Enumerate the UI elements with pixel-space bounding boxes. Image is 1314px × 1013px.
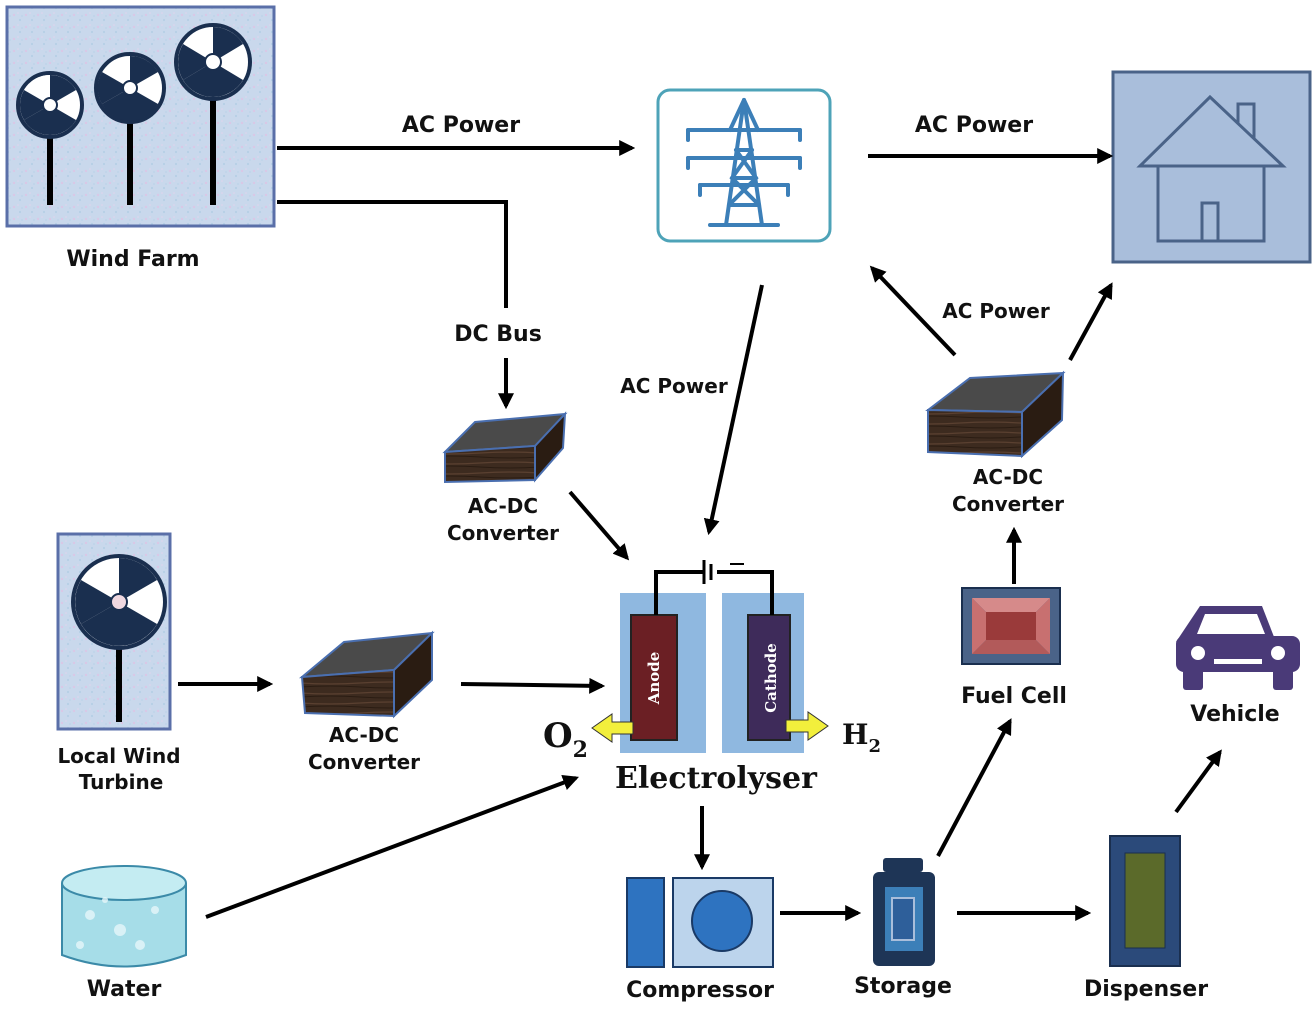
turbine-icon [16, 71, 84, 205]
oxygen-arrow [591, 713, 634, 743]
fuel-cell: Fuel Cell [961, 587, 1067, 709]
edge-label-dc-bus: DC Bus [454, 322, 542, 347]
water-label: Water [87, 977, 162, 1002]
house-icon [1136, 94, 1287, 243]
arrow-water-to-electrolyser [205, 775, 579, 919]
turbine-icon [174, 23, 252, 205]
hydrogen-label: H2 [842, 718, 881, 757]
cathode-electrode [747, 614, 791, 741]
local-turbine-label-line2: Turbine [79, 770, 164, 794]
vehicle: Vehicle [1176, 606, 1300, 727]
fuel-cell-label: Fuel Cell [961, 684, 1067, 709]
turbine-icon [94, 52, 166, 205]
ac-dc-converter-1: AC-DC Converter [442, 411, 568, 545]
local-turbine-label-line1: Local Wind [57, 744, 180, 768]
wind-farm: Wind Farm [5, 5, 276, 272]
arrow-converter1-to-electrolyser [568, 490, 630, 561]
anode-electrode [630, 614, 678, 741]
edge-label-converter-to-grid: AC Power [942, 299, 1050, 323]
edge-label-farm-to-grid: AC Power [402, 113, 520, 138]
dispenser: Dispenser [1084, 835, 1208, 1002]
electrolyser-label: Electrolyser [615, 761, 818, 796]
cathode-label: Cathode [762, 643, 780, 713]
turbine-icon [71, 554, 167, 722]
arrow-storage-to-fuelcell [936, 718, 1012, 857]
storage-label: Storage [854, 974, 952, 999]
local-wind-turbine: Local Wind Turbine [56, 532, 181, 794]
arrow-converter2-to-electrolyser [460, 677, 606, 694]
car-icon [1176, 606, 1300, 690]
house [1111, 70, 1312, 264]
ac-dc-converter-3: AC-DC Converter [925, 370, 1066, 516]
compressor: Compressor [626, 877, 774, 1003]
arrow-dispenser-to-vehicle [1174, 749, 1222, 814]
arrow-converter3-to-house [1068, 282, 1113, 361]
vehicle-label: Vehicle [1190, 702, 1279, 727]
water: Water [61, 865, 187, 1002]
connectors [178, 140, 1222, 921]
ac-dc-converter-2: AC-DC Converter [298, 630, 435, 774]
oxygen-label: O2 [543, 716, 588, 763]
dispenser-label: Dispenser [1084, 977, 1208, 1002]
grid-panel [656, 88, 832, 243]
anode-label: Anode [645, 652, 663, 706]
arrow-converter3-to-grid [869, 265, 957, 357]
converter-2-label-line2: Converter [308, 750, 420, 774]
converter-1-label-line1: AC-DC [468, 494, 538, 518]
edge-label-grid-to-electrolyser: AC Power [620, 374, 728, 398]
converter-2-label-line1: AC-DC [329, 723, 399, 747]
transmission-tower-icon [686, 98, 802, 227]
arrow-grid-to-electrolyser [703, 284, 764, 536]
wind-farm-label: Wind Farm [66, 247, 199, 272]
edge-label-grid-to-house: AC Power [915, 113, 1033, 138]
dc-bus-line [277, 200, 508, 308]
hydrogen-arrow [785, 711, 829, 741]
storage: Storage [854, 858, 952, 999]
converter-1-label-line2: Converter [447, 521, 559, 545]
compressor-label: Compressor [626, 978, 774, 1003]
converter-3-label-line2: Converter [952, 492, 1064, 516]
power-grid [656, 88, 832, 243]
electrolyser: Anode Cathode O2 H2 Electrolyser [543, 560, 881, 796]
converter-3-label-line1: AC-DC [973, 465, 1043, 489]
electrolyser-wire [654, 570, 774, 615]
